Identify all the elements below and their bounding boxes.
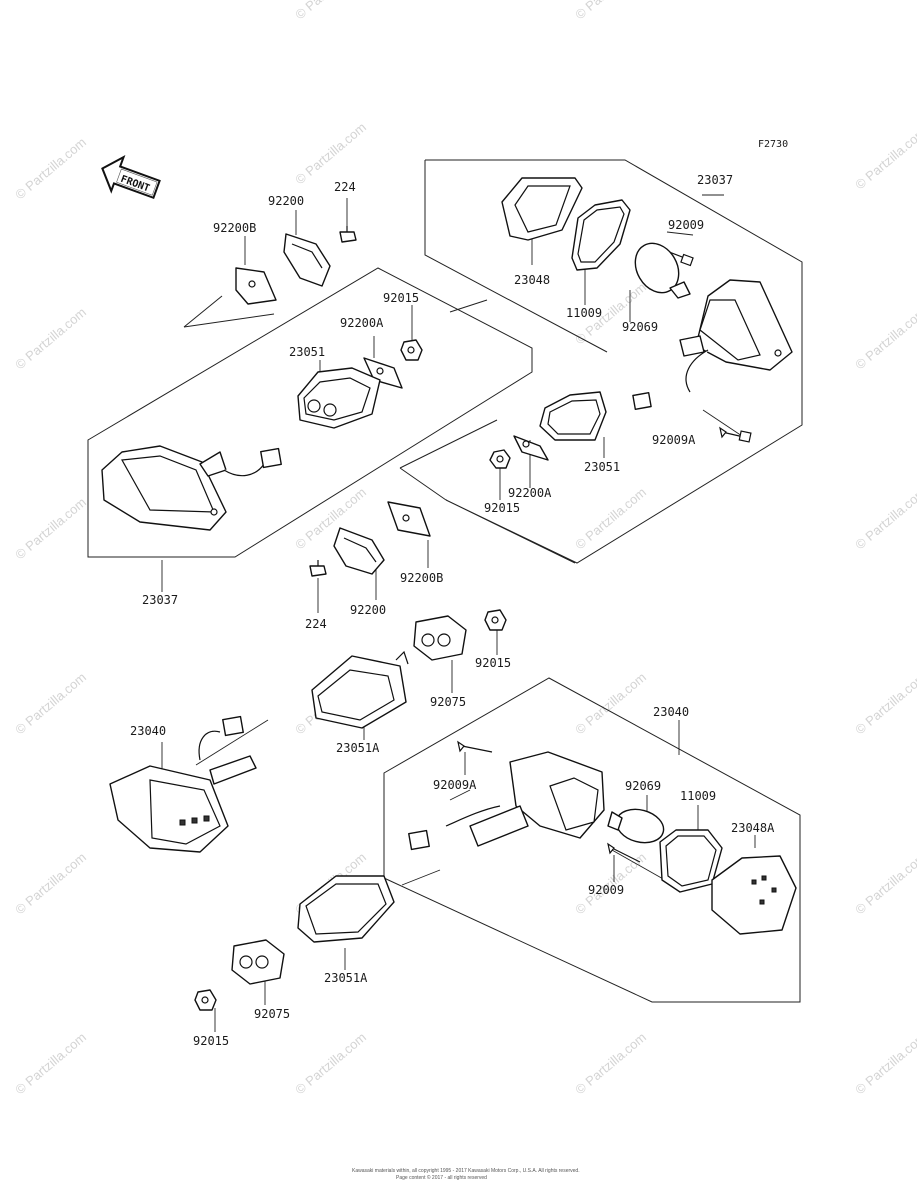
watermark-text: © Partzilla.com: [12, 669, 89, 737]
screw-92009A-low: [457, 740, 493, 753]
part-label: 92200A: [508, 486, 552, 500]
watermark-text: © Partzilla.com: [12, 494, 89, 562]
plate-92200A-left: [363, 357, 403, 389]
watermark-text: © Partzilla.com: [12, 849, 89, 917]
grommet-23051A-mid: [311, 650, 409, 729]
part-label: 92200A: [340, 316, 384, 330]
bracket-92200B-top: [235, 267, 277, 305]
watermark-text: © Partzilla.com: [572, 1029, 649, 1097]
part-label: 92069: [625, 779, 661, 793]
watermark-text: © Partzilla.com: [572, 669, 649, 737]
part-label: 23048A: [731, 821, 775, 835]
watermark-text: © Partzilla.com: [292, 119, 369, 187]
screw-92009-low: [607, 842, 641, 863]
part-label: 23051: [289, 345, 325, 359]
screw-92009A-top: [719, 426, 752, 443]
part-label: 92015: [193, 1034, 229, 1048]
watermark-text: © Partzilla.com: [292, 0, 369, 22]
nut-92015-mid: [489, 449, 511, 469]
part-label: 92015: [383, 291, 419, 305]
lamp-23040-left: [109, 715, 257, 853]
part-label: 92200: [268, 194, 304, 208]
nut-92015-low: [484, 609, 507, 631]
bracket-92200-top: [283, 233, 331, 287]
watermark-text: © Partzilla.com: [852, 1029, 917, 1097]
part-label: 92075: [430, 695, 466, 709]
gasket-11009-low: [659, 829, 723, 893]
part-label: 23040: [130, 724, 166, 738]
watermark-text: © Partzilla.com: [852, 304, 917, 372]
part-label: 11009: [566, 306, 602, 320]
part-label: 92009: [588, 883, 624, 897]
watermark-text: © Partzilla.com: [852, 849, 917, 917]
watermark-text: © Partzilla.com: [852, 484, 917, 552]
part-label: 92015: [475, 656, 511, 670]
grommet-23051A-low: [297, 875, 395, 943]
lens-23048A: [711, 855, 797, 935]
figure-code: F2730: [758, 139, 788, 150]
part-label: 23051A: [324, 971, 368, 985]
lamp-housing-23037-right: [632, 279, 793, 410]
nut-92015-bottom: [194, 989, 217, 1011]
copyright-footer-line2: Page content © 2017 - all rights reserve…: [396, 1174, 487, 1181]
bracket-92200-mid: [333, 527, 385, 575]
watermark-layer: © Partzilla.com © Partzilla.com © Partzi…: [12, 0, 917, 1097]
watermark-text: © Partzilla.com: [12, 134, 89, 202]
watermark-text: © Partzilla.com: [852, 124, 917, 192]
part-label: 23037: [142, 593, 178, 607]
part-label: 224: [305, 617, 327, 631]
part-label: 92009A: [652, 433, 696, 447]
screw-224-top: [339, 226, 357, 243]
plate-92200A-right: [513, 435, 549, 461]
part-label: 224: [334, 180, 356, 194]
part-label: 92200: [350, 603, 386, 617]
watermark-text: © Partzilla.com: [572, 0, 649, 22]
copyright-footer-line1: Kawasaki materials within, all copyright…: [352, 1168, 580, 1174]
part-label: 92200B: [213, 221, 256, 235]
part-label: 11009: [680, 789, 716, 803]
grommet-23051-left: [297, 367, 381, 429]
part-label: 92015: [484, 501, 520, 515]
part-label: 92069: [622, 320, 658, 334]
part-label: 92200B: [400, 571, 443, 585]
screw-224-mid: [309, 560, 327, 577]
part-label: 23048: [514, 273, 550, 287]
front-direction-arrow: FRONT: [101, 154, 161, 200]
bulb-92069-low: [607, 808, 665, 844]
part-label: 23051A: [336, 741, 380, 755]
part-labels: 23037 23048 11009 92009 92069 92009A 230…: [130, 173, 775, 1048]
watermark-text: © Partzilla.com: [852, 669, 917, 737]
gasket-11009-top: [571, 199, 631, 271]
bulb-92069-top: [634, 242, 691, 299]
part-label: 92009A: [433, 778, 477, 792]
nut-92015-top: [400, 339, 423, 361]
damper-92075-low: [231, 939, 285, 985]
lens-23048-top: [501, 177, 583, 241]
lamp-housing-23037-left: [101, 445, 282, 531]
leader-lines: [161, 198, 756, 1032]
plate-92200B-mid: [387, 501, 431, 537]
part-label: 23051: [584, 460, 620, 474]
watermark-text: © Partzilla.com: [12, 304, 89, 372]
watermark-text: © Partzilla.com: [292, 1029, 369, 1097]
grommet-23051-right: [539, 391, 607, 441]
lamp-23040-right: [408, 751, 605, 851]
part-label: 92075: [254, 1007, 290, 1021]
watermark-text: © Partzilla.com: [12, 1029, 89, 1097]
part-label: 23040: [653, 705, 689, 719]
part-label: 92009: [668, 218, 704, 232]
part-label: 23037: [697, 173, 733, 187]
damper-92075-mid: [413, 615, 467, 661]
